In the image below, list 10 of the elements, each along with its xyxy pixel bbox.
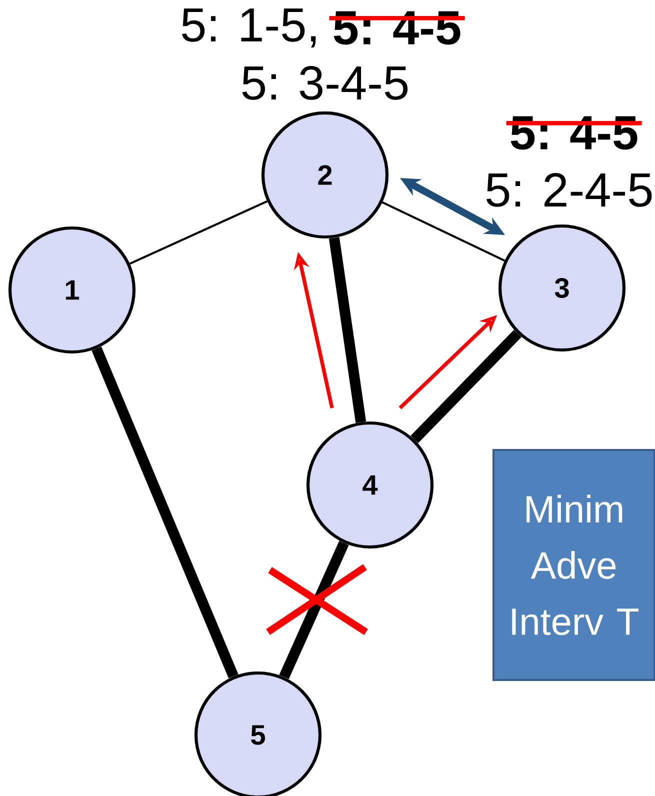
link-line (279, 540, 349, 680)
route-text: 5: 1-5, (182, 8, 316, 48)
route-text: 5: 3-4-5 (242, 66, 408, 100)
text-box: Minim Adve Interv T (492, 448, 655, 682)
link-line (410, 330, 522, 444)
link-line (328, 237, 366, 423)
route-text: 5: 2-4-5 (486, 173, 652, 207)
link-line (129, 200, 268, 265)
link-line (382, 201, 506, 262)
link-line (92, 346, 238, 678)
